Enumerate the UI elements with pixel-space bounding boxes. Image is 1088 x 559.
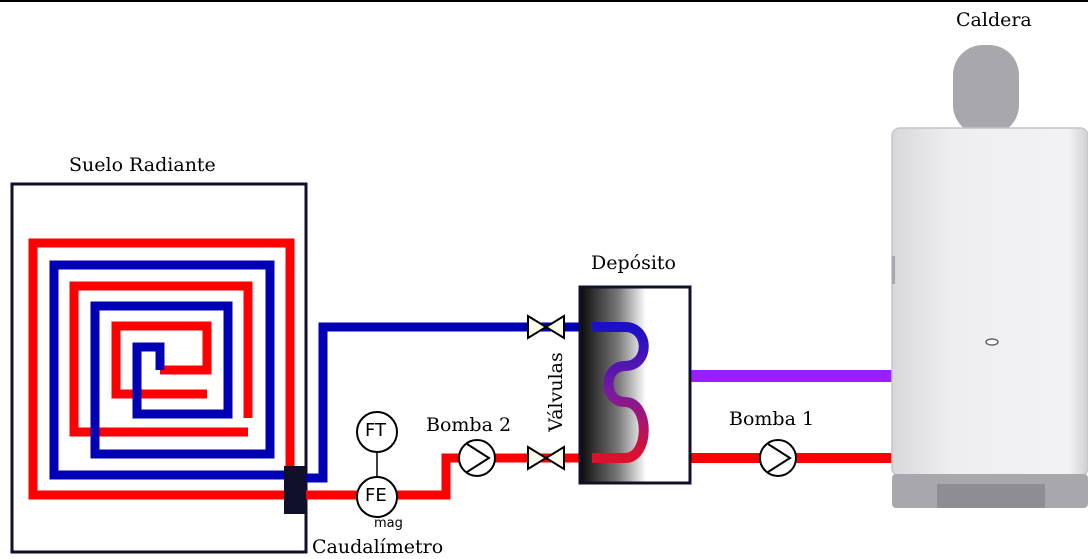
floor-heating-frame — [10, 182, 308, 554]
boiler-side-tick — [892, 256, 895, 284]
pump-icon[interactable] — [759, 439, 797, 477]
fe-label: FE — [365, 485, 387, 506]
manifold-connector — [284, 466, 306, 514]
valve-icon[interactable] — [527, 314, 565, 340]
boiler-flue — [953, 45, 1019, 135]
tank-label: Depósito — [591, 252, 676, 274]
boiler-label: Caldera — [956, 9, 1032, 31]
pump1-label: Bomba 1 — [729, 408, 815, 430]
ft-label: FT — [365, 420, 387, 441]
pump-icon[interactable] — [458, 439, 496, 477]
boiler-body — [891, 127, 1088, 477]
boiler-base-panel — [937, 484, 1045, 508]
tank-coil — [592, 322, 649, 463]
flow-element-icon[interactable] — [356, 476, 398, 518]
boiler-indicator — [985, 338, 999, 346]
floor-spiral-hot — [28, 238, 295, 500]
valves-label: Válvulas — [545, 352, 567, 432]
pump2-label: Bomba 2 — [426, 414, 512, 436]
floor-spiral-cold — [49, 260, 290, 480]
floor-heating-label: Suelo Radiante — [69, 154, 216, 176]
flow-transmitter-icon[interactable] — [356, 411, 398, 453]
mag-label: mag — [374, 516, 403, 531]
valve-icon[interactable] — [527, 445, 565, 471]
return-pipe — [306, 322, 600, 483]
flowmeter-label: Caudalímetro — [312, 536, 444, 558]
